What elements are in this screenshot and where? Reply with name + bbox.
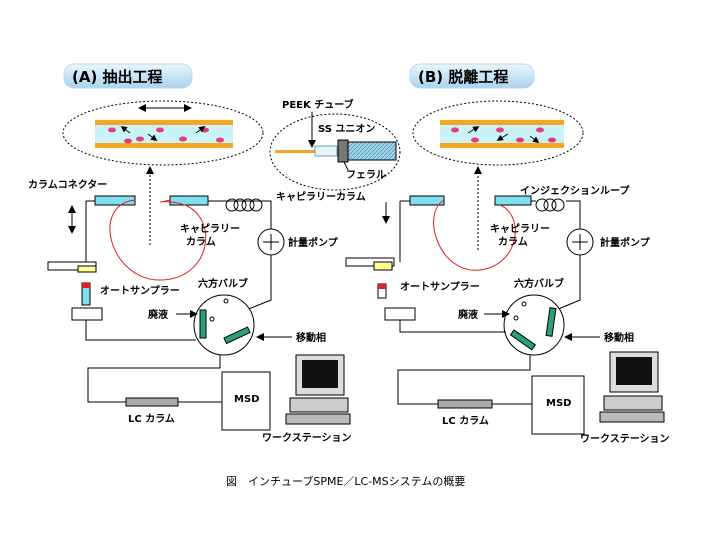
vial-tray (71, 307, 103, 321)
desorption-arrows (467, 126, 540, 143)
pipe-b-lc (397, 355, 532, 405)
tube-particles (108, 127, 224, 144)
panel-a-title-bg (63, 63, 193, 89)
label-b-six-way-valve: 六方バルブ (514, 277, 564, 290)
label-mobile-phase: 移動相 (296, 331, 326, 344)
adsorption-arrows (120, 126, 206, 141)
label-six-way-valve: 六方バルブ (198, 277, 248, 290)
label-peek-tube: PEEK チューブ (282, 98, 354, 111)
tube-b-particles (451, 127, 556, 143)
label-b-lc-column: LC カラム (442, 415, 489, 427)
panel-b-title-bg (409, 63, 535, 89)
pipe-a-lc (87, 355, 222, 403)
capillary-coil-b (433, 199, 516, 271)
inset-ellipse (269, 113, 401, 191)
lc-column-b (437, 399, 493, 409)
column-connector-2 (169, 195, 209, 206)
capillary-coil (109, 199, 207, 281)
pipe-a-top (86, 200, 272, 311)
label-capillary-inner-1: キャピラリー (180, 223, 240, 235)
label-capillary-column: キャピラリーカラム (276, 191, 366, 203)
tube-wall-bottom (95, 143, 233, 148)
label-b-capillary-1: キャピラリー (490, 223, 550, 235)
label-b-workstation: ワークステーション (580, 433, 670, 445)
label-b-metering-pump: 計量ポンプ (600, 236, 651, 249)
lc-column (125, 397, 179, 407)
six-way-valve (193, 294, 255, 356)
label-metering-pump: 計量ポンプ (288, 236, 339, 249)
autosampler-head (77, 265, 97, 273)
inset-union: PEEK チューブ SS ユニオン フェラル (269, 98, 401, 191)
label-b-capillary-2: カラム (498, 236, 528, 248)
pipe-a-sampler-valve (85, 320, 196, 341)
loop-coil-a (225, 198, 263, 212)
valve-channel-2 (223, 326, 251, 345)
label-b-msd: MSD (546, 398, 571, 409)
pipe-b-top (400, 200, 581, 311)
inset-capillary (275, 150, 323, 153)
tube-wall-top (95, 120, 233, 125)
panel-a-zoom-ellipse (62, 100, 264, 166)
label-msd: MSD (234, 394, 259, 405)
connector-b-1 (409, 195, 445, 206)
panel-a: (A) 抽出工程 カラムコネクター キャピラリー カラム (28, 63, 366, 444)
msd-box-b (531, 375, 585, 435)
tube-lumen (95, 125, 233, 143)
label-lc-column: LC カラム (128, 413, 175, 425)
label-capillary-inner-2: カラム (186, 236, 216, 248)
label-autosampler: オートサンプラー (100, 284, 180, 297)
panel-a-title: (A) 抽出工程 (72, 68, 163, 86)
label-ferrule: フェラル (346, 169, 386, 181)
figure-caption: 図 インチューブSPME／LC-MSシステムの概要 (226, 474, 465, 488)
workstation-icon (285, 354, 351, 425)
vial-cap (82, 283, 90, 288)
label-b-autosampler: オートサンプラー (400, 280, 480, 293)
panel-b: (B) 脱離工程 キャピラリー カラム インジェクションループ 計量ポンプ (345, 63, 670, 445)
label-workstation: ワークステーション (262, 432, 352, 444)
label-column-connector: カラムコネクター (28, 179, 107, 191)
msd-box (221, 371, 271, 431)
connector-b-2 (494, 195, 532, 206)
panel-b-title: (B) 脱離工程 (418, 68, 508, 86)
inset-ferrule (337, 139, 349, 163)
label-ss-union: SS ユニオン (318, 123, 375, 135)
column-connector (94, 195, 136, 206)
loop-coil-b (535, 198, 565, 212)
workstation-b-icon (599, 351, 665, 423)
inset-peek (314, 145, 338, 157)
panel-b-zoom-ellipse (412, 100, 584, 166)
label-b-mobile-phase: 移動相 (604, 331, 634, 344)
autosampler-b-arm (345, 257, 395, 267)
label-b-waste: 廃液 (458, 308, 478, 321)
valve-channel-1 (199, 309, 207, 339)
pump-symbol (263, 234, 279, 250)
label-waste: 廃液 (148, 308, 168, 321)
label-injection-loop: インジェクションループ (520, 184, 630, 197)
